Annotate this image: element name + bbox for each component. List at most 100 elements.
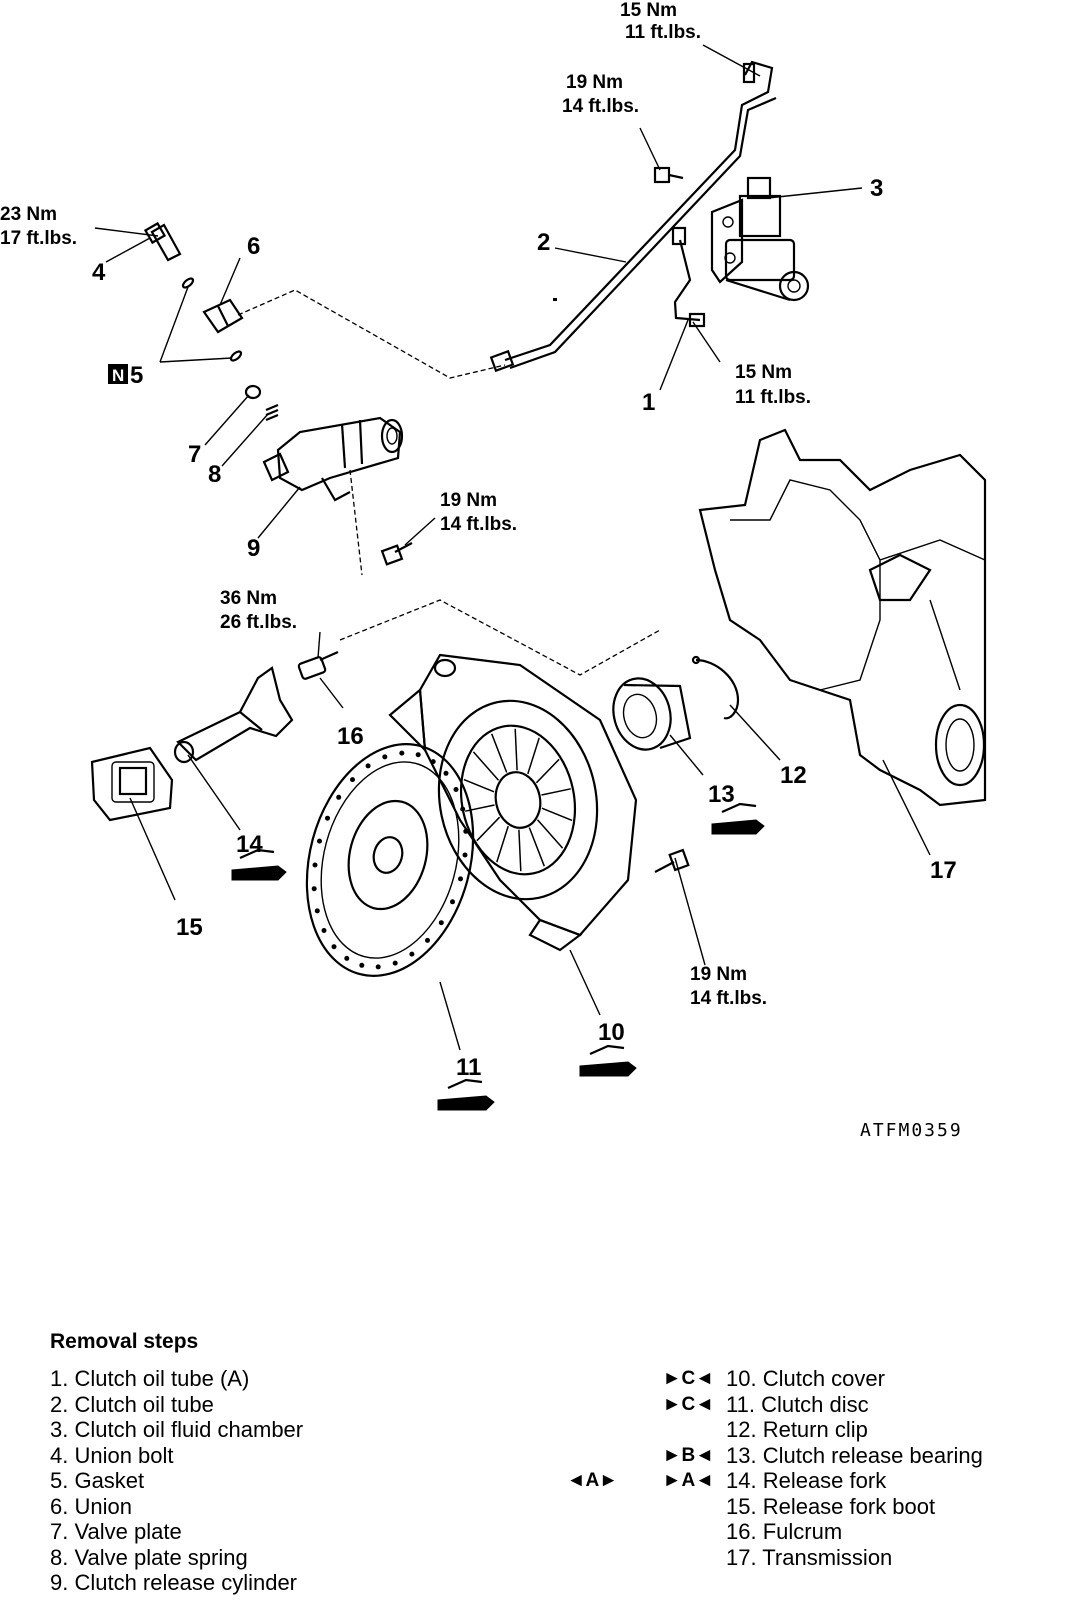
- exploded-clutch-diagram: 15 Nm 11 ft.lbs. 19 Nm 14 ft.lbs. 23 Nm …: [0, 0, 987, 1141]
- disc-rivet: [453, 787, 459, 792]
- disc-rivet: [321, 928, 327, 933]
- clutch-oil-tube: [489, 60, 777, 373]
- leader-lines: [94, 44, 931, 1051]
- torque-19c-ftlb: 14 ft.lbs.: [690, 988, 767, 1009]
- callout-1: 1: [642, 389, 655, 416]
- step-5: 5. Gasket: [50, 1468, 145, 1493]
- disc-rivet: [331, 944, 337, 950]
- step-1: 1. Clutch oil tube (A): [50, 1366, 250, 1391]
- cover-finger: [535, 758, 560, 784]
- service-mark-a: ►A◄: [662, 1470, 714, 1491]
- installation-mark-a: ◄A►: [566, 1470, 618, 1491]
- step-11-label: 11. Clutch disc: [726, 1391, 869, 1417]
- cover-finger: [514, 728, 518, 771]
- stray-mark: [553, 298, 557, 301]
- disc-rivet: [458, 876, 463, 882]
- callout-8: 8: [208, 461, 221, 488]
- clutch-release-cylinder: [262, 416, 404, 502]
- torque-36-nm: 36 Nm: [220, 588, 277, 609]
- removal-steps: Removal steps 1. Clutch oil tube (A) 2. …: [50, 1330, 1060, 1600]
- callout-5: 5: [130, 362, 143, 389]
- step-14: ◄A► ►A◄ 14. Release fork: [567, 1468, 983, 1494]
- torque-19b-ftlb: 14 ft.lbs.: [440, 514, 517, 535]
- step-2: 2. Clutch oil tube: [50, 1391, 214, 1417]
- bolt-middle: [380, 542, 413, 566]
- callout-3: 3: [870, 175, 883, 202]
- disc-rivet: [336, 794, 342, 800]
- cover-finger: [491, 733, 508, 773]
- removal-steps-right-column: ►C◄ 10. Clutch cover ►C◄ 11. Clutch disc…: [567, 1366, 983, 1570]
- torque-15b-nm: 15 Nm: [735, 362, 792, 383]
- torque-23-nm: 23 Nm: [0, 204, 57, 225]
- removal-steps-title: Removal steps: [50, 1330, 199, 1353]
- disc-rivet: [359, 962, 365, 968]
- step-13: ►B◄ 13. Clutch release bearing: [663, 1442, 983, 1469]
- torque-19c-nm: 19 Nm: [690, 964, 747, 985]
- release-fork-boot: [90, 746, 174, 822]
- grease-icon-13: [711, 802, 765, 835]
- service-mark-b: ►B◄: [662, 1444, 714, 1466]
- transmission-housing: [698, 428, 987, 807]
- drawing-code: ATFM0359: [860, 1120, 963, 1141]
- disc-rivet: [382, 754, 388, 760]
- torque-15b-ftlb: 11 ft.lbs.: [735, 387, 811, 408]
- step-4: 4. Union bolt: [50, 1442, 174, 1468]
- torque-19b-nm: 19 Nm: [440, 490, 497, 511]
- union-bolt: [143, 221, 182, 262]
- cover-finger: [527, 737, 540, 775]
- step-10: ►C◄ 10. Clutch cover: [663, 1366, 983, 1392]
- bolt-upper: [653, 166, 684, 184]
- disc-rivet: [317, 838, 322, 844]
- torque-top-ftlb: 11 ft.lbs.: [625, 22, 701, 43]
- removal-steps-left-column: 1. Clutch oil tube (A) 2. Clutch oil tub…: [50, 1366, 303, 1596]
- disc-rivet: [392, 960, 398, 966]
- torque-top-nm: 15 Nm: [620, 0, 677, 21]
- torque-19a-ftlb: 14 ft.lbs.: [562, 96, 639, 117]
- disc-rivet: [350, 777, 355, 783]
- service-mark-c: ►C◄: [662, 1368, 714, 1389]
- disc-rivet: [438, 920, 444, 926]
- clutch-oil-tube-a: [671, 226, 706, 328]
- disc-rivet: [311, 886, 317, 892]
- disc-rivet: [409, 951, 415, 957]
- clutch-cover: [388, 653, 638, 952]
- disc-rivet: [325, 815, 330, 821]
- disc-rivet: [314, 908, 320, 914]
- step-16: 16. Fulcrum: [726, 1519, 843, 1544]
- callout-17: 17: [930, 857, 957, 884]
- release-fork: [173, 666, 294, 764]
- bolt-lower: [654, 848, 690, 873]
- torque-23-ftlb: 17 ft.lbs.: [0, 228, 77, 249]
- service-mark-c: ►C◄: [662, 1393, 714, 1415]
- torque-36-ftlb: 26 ft.lbs.: [220, 612, 297, 633]
- callout-4: 4: [92, 259, 106, 286]
- disc-rivet: [462, 852, 468, 858]
- cover-finger: [496, 825, 509, 863]
- step-13-label: 13. Clutch release bearing: [726, 1442, 983, 1468]
- callout-7: 7: [188, 441, 201, 468]
- cover-finger: [541, 807, 573, 822]
- clutch-oil-fluid-chamber: [710, 176, 810, 302]
- new-part-badge: N: [108, 364, 128, 385]
- disc-rivet: [344, 955, 350, 961]
- valve-plate-spring: [265, 403, 279, 422]
- cover-finger: [463, 778, 495, 793]
- disc-rivet: [312, 862, 318, 868]
- step-11: ►C◄ 11. Clutch disc: [663, 1391, 983, 1418]
- assembly-lines: [237, 289, 661, 676]
- callout-9: 9: [247, 535, 260, 562]
- step-10-label: 10. Clutch cover: [726, 1366, 885, 1391]
- step-8: 8. Valve plate spring: [50, 1544, 248, 1570]
- step-12: 12. Return clip: [726, 1417, 868, 1442]
- torque-19a-nm: 19 Nm: [566, 72, 623, 93]
- grease-icon-14: [231, 848, 287, 881]
- disc-rivet: [375, 964, 381, 970]
- disc-rivet: [425, 937, 430, 943]
- callout-10: 10: [598, 1019, 625, 1046]
- callout-13: 13: [708, 781, 735, 808]
- cover-finger: [536, 819, 564, 849]
- step-9: 9. Clutch release cylinder: [50, 1570, 298, 1595]
- callout-15: 15: [176, 914, 203, 941]
- disc-rivet: [399, 750, 405, 756]
- disc-rivet: [450, 899, 455, 905]
